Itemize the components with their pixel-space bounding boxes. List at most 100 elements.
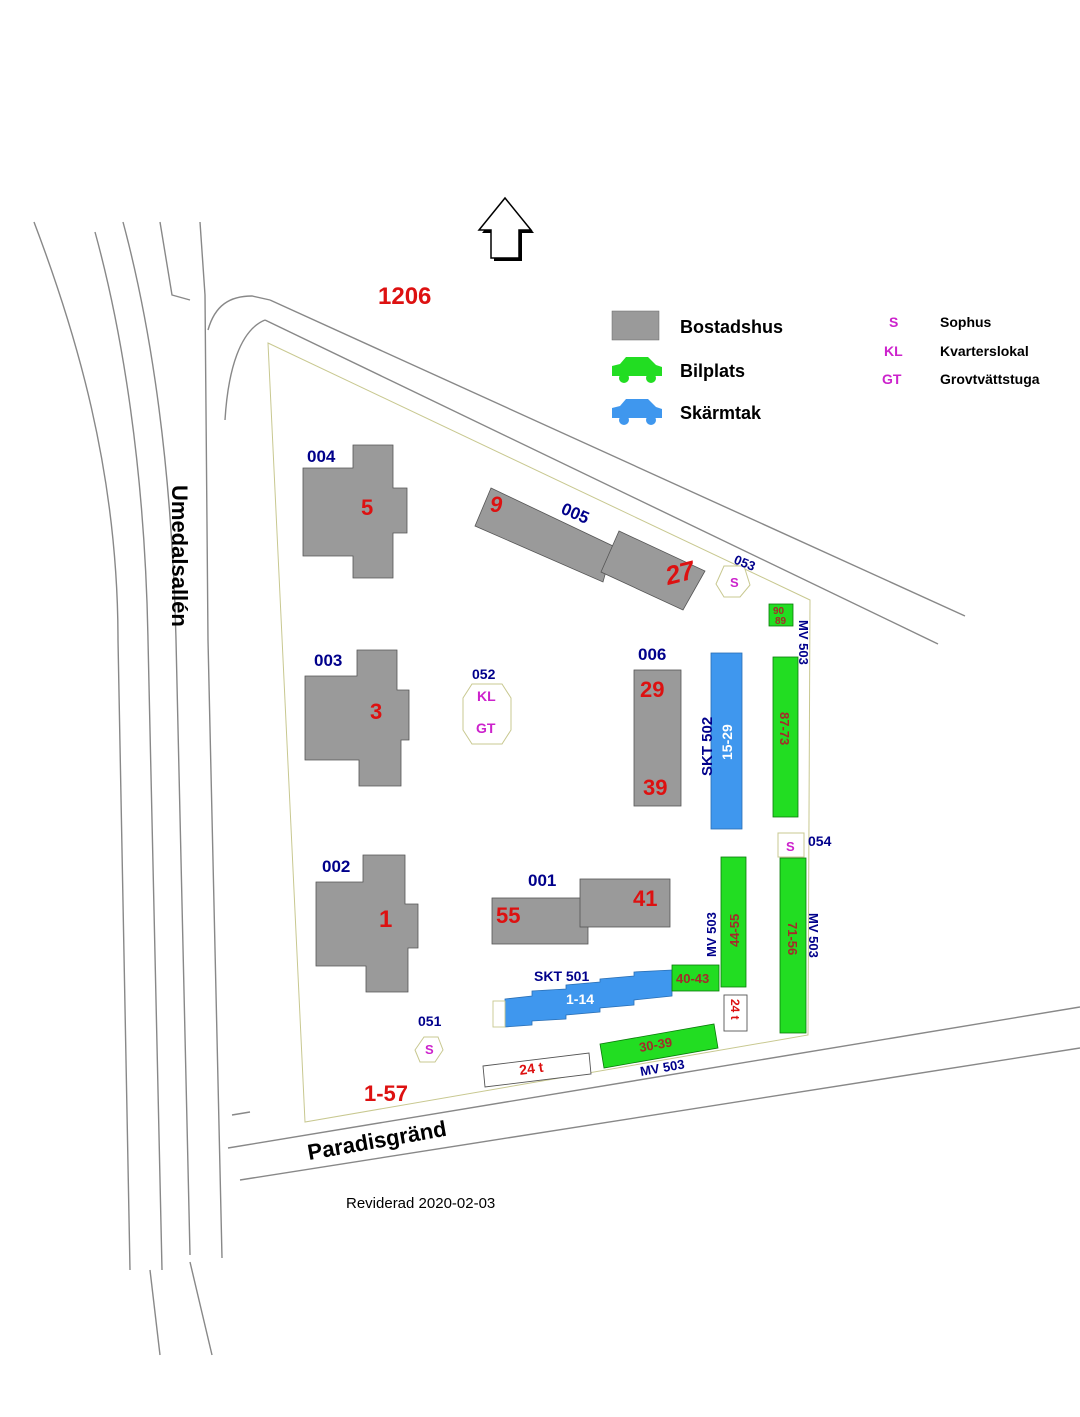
north-arrow-icon: [477, 196, 534, 261]
building-number-1: 1: [379, 906, 392, 933]
shelters: [504, 652, 743, 1028]
building-number-39: 39: [643, 775, 667, 800]
buildings: [302, 444, 706, 993]
building-005: [474, 487, 706, 611]
north-road-edge: [231, 1111, 251, 1116]
umedalsallen-road-edge: [159, 221, 191, 301]
umedalsallen-road-edge: [33, 221, 131, 1271]
legend-skarmtak-label: Skärmtak: [680, 403, 762, 423]
facility-code-s: S: [786, 839, 795, 854]
spot-outlines: [482, 994, 748, 1088]
parking-areas: [599, 603, 807, 1069]
legend-sophus-label: Sophus: [940, 314, 992, 330]
parking-40-43: [671, 964, 720, 992]
building-004: [302, 444, 408, 579]
parking-30-39: [599, 1023, 719, 1069]
shelter-skt501: [504, 969, 673, 1028]
north-road-edge: [269, 299, 966, 617]
building-number-55: 55: [496, 903, 520, 928]
mv-label-mid: MV 503: [704, 912, 719, 957]
building-number-9: 9: [490, 492, 503, 517]
car-icon: [612, 399, 662, 425]
facility-code-s: S: [425, 1042, 434, 1057]
legend-code-s: S: [889, 314, 898, 330]
block-id: 1206: [378, 283, 431, 310]
shelter-name-skt501: SKT 501: [534, 968, 589, 984]
facility-051: [414, 1036, 444, 1063]
street-name-umedalsallen: Umedalsallén: [167, 485, 192, 627]
paradisgrand-road-edge: [227, 1006, 1080, 1149]
facility-054: [777, 832, 805, 858]
address-range: 1-57: [364, 1081, 408, 1106]
parking-labels: 90 89 87-73 71-56 44-55 40-43 30-39 MV 5…: [638, 606, 821, 1079]
facility-id-054: 054: [808, 833, 832, 849]
parking-label-90: 90: [773, 606, 785, 617]
shelter-name-skt502: SKT 502: [699, 717, 716, 776]
parking-label-40-43: 40-43: [676, 971, 709, 986]
road-network: [33, 221, 1080, 1356]
parking-87-73: [772, 656, 799, 818]
building-002: [315, 854, 419, 993]
north-road-edge: [207, 295, 271, 331]
mv-label-e: MV 503: [806, 913, 821, 958]
spot-24t-b: [723, 994, 748, 1032]
building-number-5: 5: [361, 495, 373, 520]
parking-label-71-56: 71-56: [785, 922, 800, 955]
legend-kvarterslokal-label: Kvarterslokal: [940, 343, 1029, 359]
legend-code-kl: KL: [884, 343, 903, 359]
spot-label-24t-b: 24 t: [728, 999, 742, 1020]
building-006: [633, 669, 682, 807]
shelter-range-15-29: 15-29: [719, 724, 735, 760]
facility-code-gt: GT: [476, 720, 496, 736]
building-id-002: 002: [322, 857, 350, 876]
facility-052: [462, 683, 512, 745]
car-icon: [612, 357, 662, 383]
facility-id-052: 052: [472, 666, 496, 682]
shelter-range-1-14: 1-14: [566, 991, 594, 1007]
building-number-41: 41: [633, 886, 657, 911]
spot-label-24t-a: 24 t: [518, 1059, 544, 1078]
facility-code-kl: KL: [477, 688, 496, 704]
legend-code-gt: GT: [882, 371, 902, 387]
building-001: [491, 878, 671, 945]
building-id-003: 003: [314, 651, 342, 670]
parking-90-89: [768, 603, 794, 627]
spot-outline-small: [492, 1000, 506, 1028]
north-road-edge: [224, 319, 266, 421]
facility-outlines: [414, 565, 805, 1063]
umedalsallen-road-edge: [149, 1269, 161, 1356]
paradisgrand-road-edge: [239, 1047, 1080, 1181]
umedalsallen-road-edge: [122, 221, 191, 1256]
building-id-004: 004: [307, 447, 336, 466]
legend-grovtvattstuga-label: Grovtvättstuga: [940, 371, 1040, 387]
building-number-3: 3: [370, 699, 382, 724]
mv-label-ne: MV 503: [796, 620, 811, 665]
facility-053: [715, 565, 751, 598]
legend: Bostadshus Bilplats Skärmtak S Sophus KL…: [611, 310, 1040, 425]
building-id-006: 006: [638, 645, 666, 664]
parking-label-87-73: 87-73: [777, 712, 792, 745]
umedalsallen-road-edge: [94, 231, 163, 1271]
building-id-001: 001: [528, 871, 556, 890]
legend-bilplats-label: Bilplats: [680, 361, 745, 381]
building-number-29: 29: [640, 677, 664, 702]
facility-code-s: S: [730, 575, 739, 590]
shelter-skt502: [710, 652, 743, 830]
umedalsallen-road-edge: [189, 1261, 213, 1356]
north-road-edge: [264, 319, 939, 645]
building-003: [304, 649, 410, 787]
spot-24t-a: [482, 1052, 592, 1088]
facility-id-051: 051: [418, 1013, 442, 1029]
building-swatch: [611, 310, 660, 341]
shelter-labels: SKT 502 15-29 SKT 501 1-14: [534, 717, 735, 1007]
revision-note: Reviderad 2020-02-03: [346, 1195, 495, 1212]
parking-label-44-55: 44-55: [727, 914, 742, 947]
parking-label-30-39: 30-39: [638, 1034, 673, 1055]
facility-labels: 053 S 052 KL GT 054 S 051 S: [418, 552, 832, 1057]
parking-label-89: 89: [775, 616, 787, 627]
parking-44-55: [720, 856, 747, 988]
parking-71-56: [779, 857, 807, 1034]
umedalsallen-road-edge: [199, 221, 223, 1259]
block-boundary: [267, 342, 811, 1123]
